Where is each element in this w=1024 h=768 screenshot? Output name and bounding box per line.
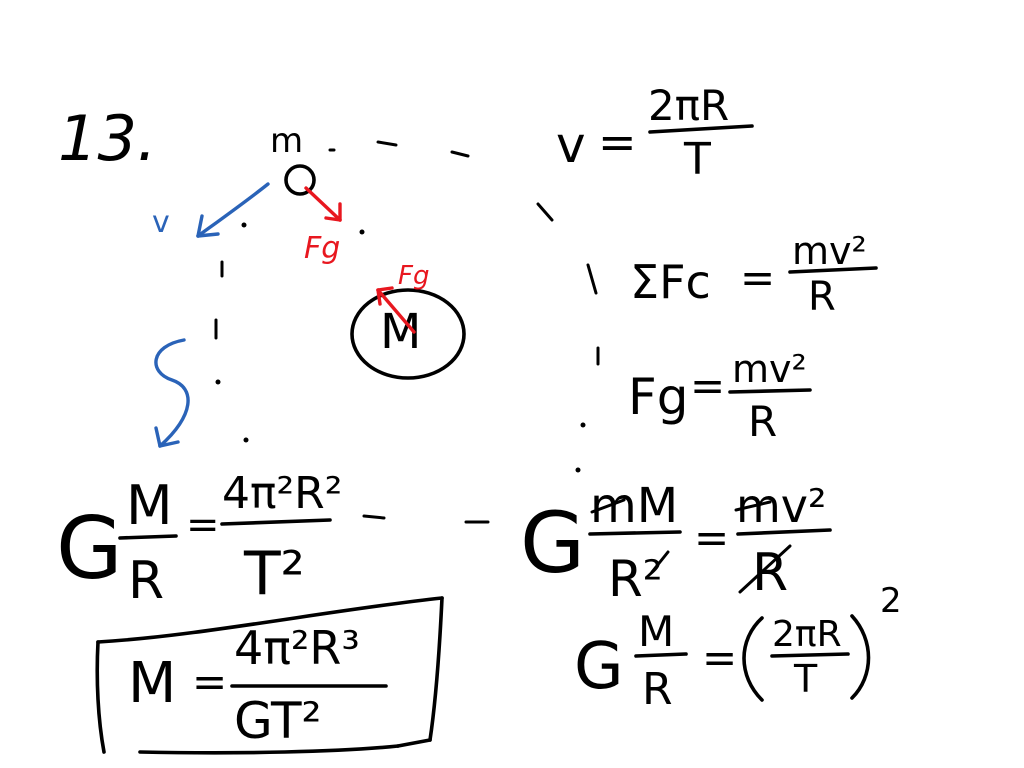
result-eq-equals: = bbox=[192, 657, 227, 706]
substituted-eq-G: G bbox=[574, 630, 624, 704]
substituted-eq-power: 2 bbox=[880, 581, 902, 621]
expanded-equation: G M R = 4π²R² T² bbox=[56, 468, 342, 611]
result-eq-lhs: M bbox=[128, 651, 176, 716]
problem-number: 13. bbox=[58, 102, 157, 175]
newton-eq-G: G bbox=[520, 494, 585, 592]
gravity-eq-den: R bbox=[748, 397, 777, 446]
centripetal-eq-lhs: ΣFc bbox=[630, 255, 711, 309]
velocity-eq-den: T bbox=[683, 134, 711, 185]
gravity-arrow-on-M bbox=[376, 286, 416, 334]
substituted-eq-rhs-den: T bbox=[793, 657, 818, 701]
expanded-eq-G: G bbox=[56, 499, 123, 599]
small-mass bbox=[284, 164, 316, 196]
cancel-m-left bbox=[590, 498, 626, 514]
small-mass-label: m bbox=[270, 121, 303, 161]
gravity-eq-equals: = bbox=[690, 361, 725, 410]
expanded-eq-lhs-num: M bbox=[126, 474, 173, 537]
expanded-eq-rhs-den: T² bbox=[243, 539, 305, 609]
centripetal-equation: ΣFc = mv² R bbox=[630, 229, 878, 320]
cancel-r-right bbox=[738, 544, 792, 594]
centripetal-eq-den: R bbox=[808, 274, 836, 320]
gravity-label-on-M: Fg bbox=[398, 261, 429, 291]
large-mass bbox=[350, 288, 466, 380]
expanded-eq-rhs-num: 4π²R² bbox=[222, 468, 342, 519]
newton-gravity-equation: G mM R² = mv² R bbox=[520, 478, 832, 608]
velocity-eq-equals: = bbox=[598, 115, 637, 169]
newton-eq-equals: = bbox=[694, 513, 729, 562]
substituted-equation: G M R = 2πR T 2 bbox=[574, 581, 902, 715]
gravity-eq-num: mv² bbox=[732, 347, 807, 391]
newton-eq-lhs-den: R² bbox=[608, 550, 663, 608]
cancel-m-right bbox=[734, 500, 772, 512]
substituted-eq-equals: = bbox=[702, 633, 737, 682]
close-paren bbox=[850, 614, 871, 700]
velocity-label: v bbox=[152, 205, 170, 240]
open-paren bbox=[742, 616, 764, 702]
substituted-eq-lhs-den: R bbox=[642, 664, 673, 715]
orbit-path bbox=[214, 140, 600, 524]
velocity-eq-lhs: v bbox=[556, 116, 586, 174]
cancel-r-left bbox=[650, 550, 670, 574]
substituted-eq-rhs-num: 2πR bbox=[772, 614, 842, 655]
gravity-equals-equation: Fg = mv² R bbox=[628, 347, 812, 446]
velocity-arrow bbox=[196, 182, 270, 238]
derivation-arrow bbox=[154, 338, 190, 448]
substituted-eq-lhs-num: M bbox=[638, 607, 674, 656]
result-box: M = 4π²R³ GT² bbox=[95, 596, 444, 755]
centripetal-eq-num: mv² bbox=[792, 229, 867, 273]
expanded-eq-equals: = bbox=[186, 502, 220, 548]
velocity-eq-num: 2πR bbox=[648, 81, 729, 130]
centripetal-eq-equals: = bbox=[740, 253, 775, 302]
gravity-eq-lhs: Fg bbox=[628, 368, 689, 426]
expanded-eq-lhs-den: R bbox=[128, 551, 164, 611]
gravity-label-on-m: Fg bbox=[304, 231, 340, 266]
result-eq-den: GT² bbox=[234, 692, 322, 750]
result-eq-num: 4π²R³ bbox=[234, 621, 360, 675]
velocity-equation: v = 2πR T bbox=[556, 81, 754, 185]
gravity-arrow-on-m bbox=[304, 186, 342, 222]
newton-eq-lhs-num: mM bbox=[590, 478, 678, 534]
